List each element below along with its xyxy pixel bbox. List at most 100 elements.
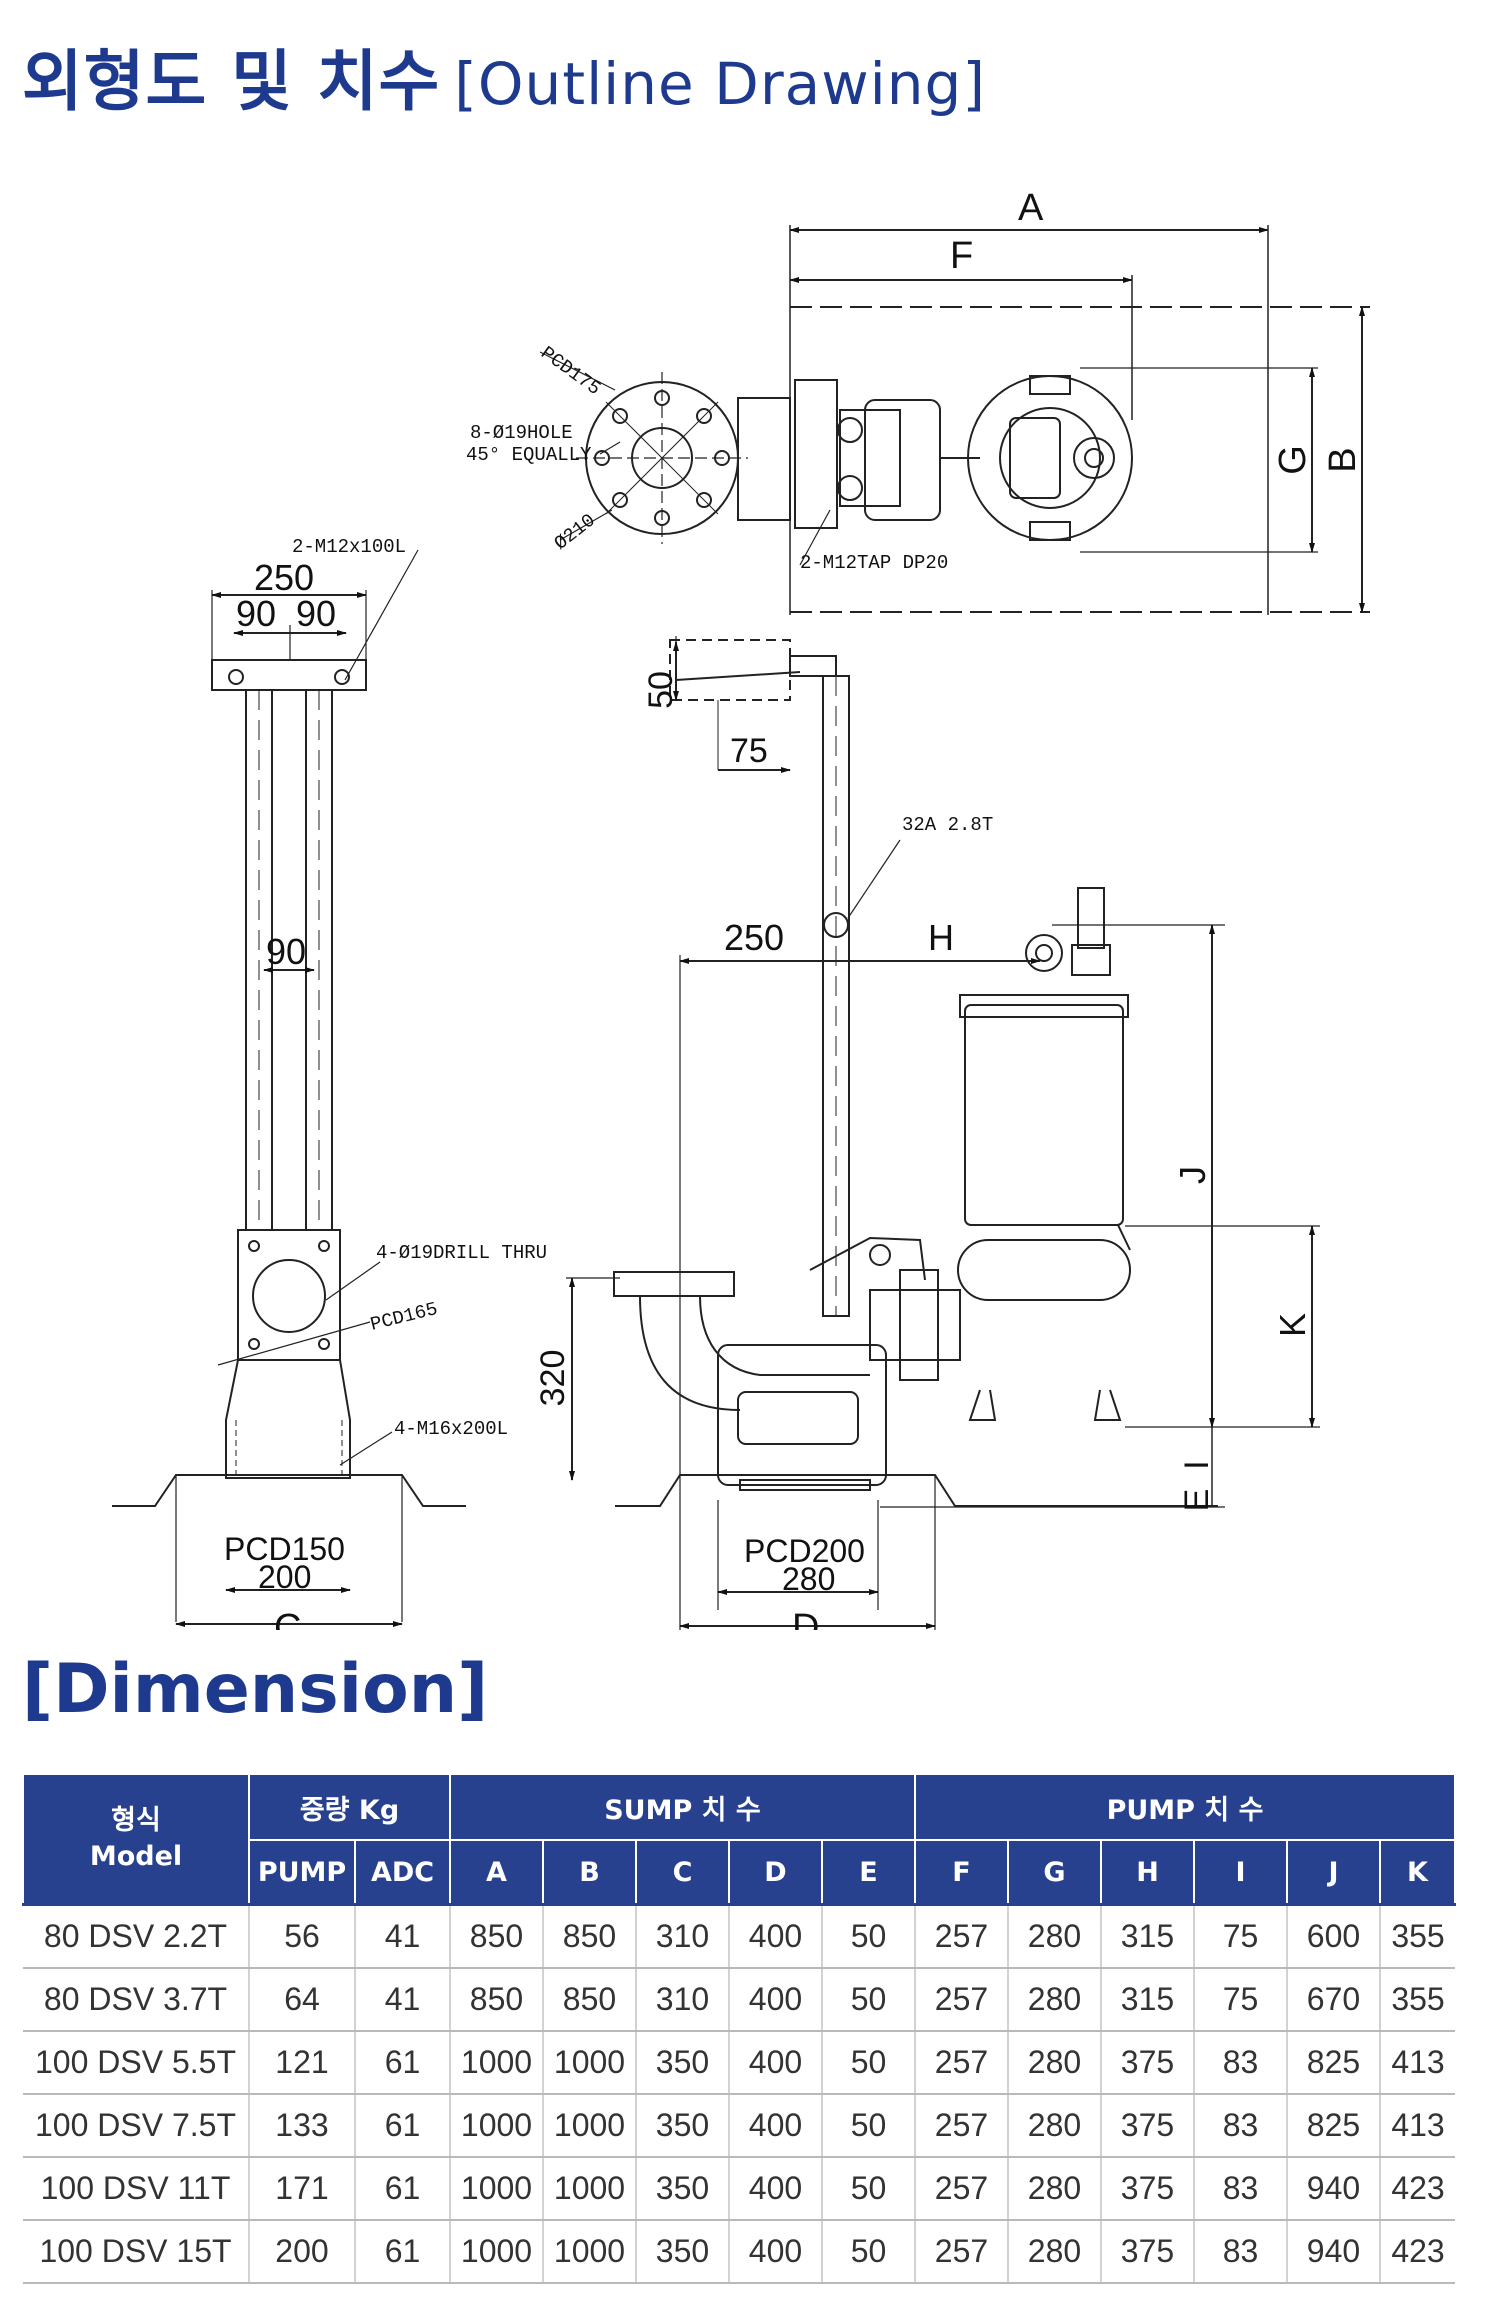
model-cell: 80 DSV 3.7T (23, 1968, 250, 2032)
front-d50-label: 50 (642, 671, 680, 709)
value-cell: 61 (355, 2220, 451, 2284)
col-header: I (1193, 1839, 1288, 1906)
value-cell: 400 (729, 1968, 823, 2032)
value-cell: 400 (729, 2031, 823, 2095)
dim-a-label: A (1018, 187, 1044, 229)
value-cell: 400 (729, 1903, 823, 1969)
model-cell: 100 DSV 5.5T (23, 2031, 250, 2095)
title-english: [Outline Drawing] (454, 50, 986, 118)
value-cell: 400 (729, 2157, 823, 2221)
value-cell: 280 (1008, 2220, 1102, 2284)
dim-f-label: F (950, 235, 973, 277)
table-subheader-row: PUMP ADC A B C D E F G H I J K (23, 1839, 1457, 1906)
value-cell: 375 (1101, 2157, 1195, 2221)
dimension-section-title: [Dimension] (22, 1650, 489, 1729)
pcd165-label: PCD165 (368, 1298, 440, 1336)
value-cell: 1000 (450, 2157, 544, 2221)
title-korean: 외형도 및 치수 (22, 43, 441, 120)
value-cell: 1000 (450, 2094, 544, 2158)
side-view (112, 549, 466, 1627)
model-cell: 100 DSV 7.5T (23, 2094, 250, 2158)
side-w250-label: 250 (254, 557, 314, 598)
tap-label: 2-M12TAP DP20 (800, 552, 948, 574)
phi210-label: Ø210 (550, 509, 599, 554)
value-cell: 1000 (450, 2031, 544, 2095)
col-header: H (1100, 1839, 1195, 1906)
value-cell: 56 (249, 1903, 356, 1969)
dim-e-label: E (1178, 1489, 1216, 1512)
top-view (539, 225, 1370, 615)
equally-label: 45° EQUALLY (466, 444, 592, 466)
dim-i-label: I (1178, 1460, 1216, 1469)
front-d320-label: 320 (534, 1350, 572, 1407)
value-cell: 1000 (543, 2094, 637, 2158)
dim-h-label: H (928, 917, 954, 958)
value-cell: 75 (1194, 1968, 1288, 2032)
value-cell: 600 (1287, 1903, 1381, 1969)
col-header: D (728, 1839, 823, 1906)
side-w90b-label: 90 (296, 593, 336, 634)
value-cell: 310 (636, 1903, 730, 1969)
front-w280-label: 280 (782, 1561, 835, 1597)
holes-label: 8-Ø19HOLE (470, 422, 573, 444)
value-cell: 171 (249, 2157, 356, 2221)
value-cell: 61 (355, 2157, 451, 2221)
value-cell: 850 (450, 1968, 544, 2032)
value-cell: 375 (1101, 2220, 1195, 2284)
col-header: A (449, 1839, 544, 1906)
drill-label: 4-Ø19DRILL THRU (376, 1242, 547, 1264)
front-d250-label: 250 (724, 917, 784, 958)
model-cell: 80 DSV 2.2T (23, 1903, 250, 1969)
bolt-bottom-label: 4-M16x200L (394, 1418, 508, 1440)
dim-d-label: D (792, 1607, 819, 1630)
value-cell: 257 (915, 2220, 1009, 2284)
bolt-top-label: 2-M12x100L (292, 536, 406, 558)
col-header: F (914, 1839, 1009, 1906)
value-cell: 400 (729, 2094, 823, 2158)
value-cell: 50 (822, 2094, 916, 2158)
value-cell: 1000 (543, 2157, 637, 2221)
value-cell: 350 (636, 2220, 730, 2284)
value-cell: 850 (543, 1903, 637, 1969)
value-cell: 280 (1008, 2094, 1102, 2158)
value-cell: 50 (822, 1968, 916, 2032)
value-cell: 1000 (543, 2031, 637, 2095)
value-cell: 355 (1380, 1903, 1456, 1969)
col-header: G (1007, 1839, 1102, 1906)
page-title: 외형도 및 치수[Outline Drawing] (22, 28, 986, 124)
front-view (566, 636, 1320, 1630)
value-cell: 1000 (543, 2220, 637, 2284)
pcd150-label: PCD150 (224, 1531, 345, 1567)
dim-j-label: J (1172, 1166, 1213, 1184)
dim-c-label: C (274, 1607, 301, 1630)
value-cell: 257 (915, 2157, 1009, 2221)
side-w90a-label: 90 (236, 593, 276, 634)
model-cell: 100 DSV 15T (23, 2220, 250, 2284)
col-header: J (1286, 1839, 1381, 1906)
value-cell: 75 (1194, 1903, 1288, 1969)
side-w90c-label: 90 (266, 931, 306, 972)
value-cell: 50 (822, 2157, 916, 2221)
dim-g-label: G (1272, 445, 1314, 475)
value-cell: 257 (915, 2031, 1009, 2095)
value-cell: 280 (1008, 1903, 1102, 1969)
value-cell: 61 (355, 2031, 451, 2095)
value-cell: 310 (636, 1968, 730, 2032)
value-cell: 825 (1287, 2094, 1381, 2158)
value-cell: 413 (1380, 2031, 1456, 2095)
value-cell: 315 (1101, 1903, 1195, 1969)
value-cell: 423 (1380, 2220, 1456, 2284)
col-header: E (821, 1839, 916, 1906)
value-cell: 850 (450, 1903, 544, 1969)
value-cell: 280 (1008, 2031, 1102, 2095)
value-cell: 61 (355, 2094, 451, 2158)
value-cell: 50 (822, 2220, 916, 2284)
value-cell: 350 (636, 2031, 730, 2095)
value-cell: 280 (1008, 1968, 1102, 2032)
sump-header: SUMP 치 수 (449, 1773, 916, 1841)
